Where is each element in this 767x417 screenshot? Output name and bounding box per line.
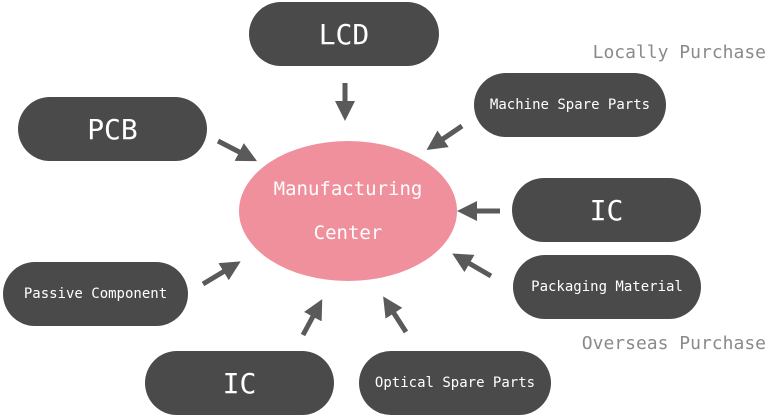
node-machine-spare-parts: Machine Spare Parts: [474, 73, 666, 137]
node-ic-bottom: IC: [145, 351, 334, 415]
node-optical-spare-parts: Optical Spare Parts: [359, 351, 551, 415]
node-passive-component: Passive Component: [3, 262, 188, 326]
caption-overseas-purchase: Overseas Purchase: [581, 333, 766, 354]
caption-locally-purchase: Locally Purchase: [592, 42, 766, 63]
arrow-machine-spare-parts: [426, 123, 464, 151]
center-label-line2: Center: [313, 222, 383, 244]
arrow-pcb: [216, 138, 257, 162]
center-label-line1: Manufacturing: [273, 178, 423, 200]
arrow-optical-spare-parts: [383, 296, 409, 334]
arrow-passive-component: [201, 261, 241, 287]
node-lcd: LCD: [249, 2, 439, 66]
arrow-ic-bottom: [300, 299, 323, 337]
node-pcb: PCB: [18, 97, 207, 161]
manufacturing-center-node: Manufacturing Center: [239, 141, 457, 281]
node-ic-right: IC: [512, 178, 701, 242]
arrow-packaging-material: [452, 253, 493, 279]
node-packaging-material: Packaging Material: [513, 255, 701, 319]
